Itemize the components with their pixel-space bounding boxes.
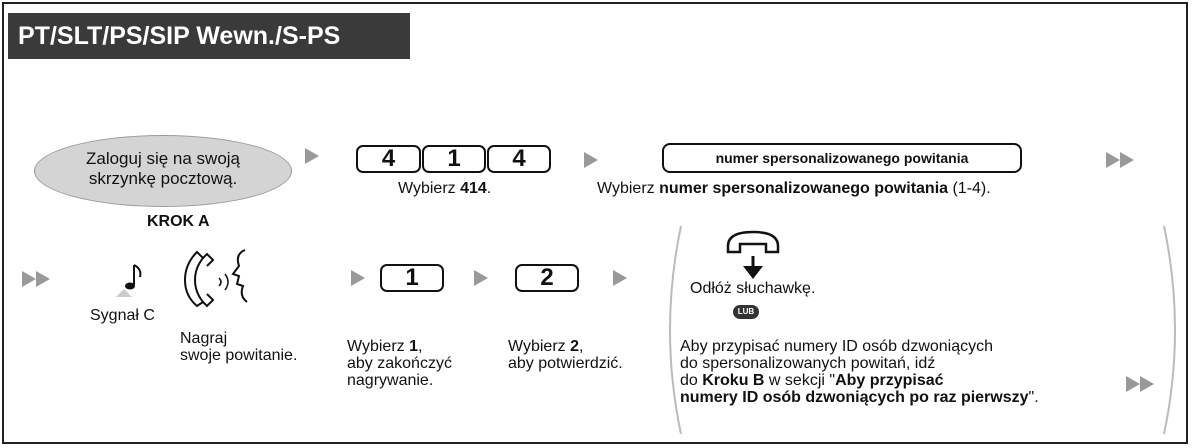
double-arrow-icon (1140, 376, 1154, 392)
dial-414-caption: Wybierz 414. (398, 180, 492, 197)
login-line-2: skrzynkę pocztową. (88, 169, 238, 188)
key-4b: 4 (487, 145, 551, 173)
right-paren-icon (1163, 225, 1176, 435)
confirm-line-2: aby potwierdzić. (508, 355, 623, 372)
callerid-line-3: do Kroku B w sekcji "Aby przypisać (680, 372, 944, 389)
double-arrow-icon (1106, 152, 1120, 168)
play-arrow-icon (351, 270, 365, 286)
key-1-finish: 1 (380, 264, 444, 292)
double-arrow-icon (1126, 376, 1140, 392)
finish-line-1: Wybierz 1, (347, 338, 423, 355)
login-line-1: Zaloguj się na swoją (85, 149, 241, 168)
page-title: PT/SLT/PS/SIP Wewn./S-PS (8, 13, 410, 59)
key-4a: 4 (356, 145, 421, 173)
record-line-2: swoje powitanie. (180, 347, 298, 364)
callerid-line-1: Aby przypisać numery ID osób dzwoniących (680, 338, 994, 355)
login-mailbox-oval: Zaloguj się na swoją skrzynkę pocztową. (34, 135, 292, 207)
play-arrow-icon (584, 152, 598, 168)
left-paren-icon (669, 225, 682, 435)
greeting-number-box: numer spersonalizowanego powitania (662, 143, 1022, 173)
tone-c-label: Sygnał C (90, 307, 155, 324)
record-line-1: Nagraj (180, 330, 228, 347)
callerid-line-4: numery ID osób dzwoniących po raz pierws… (680, 389, 1039, 406)
callerid-line-2: do spersonalizowanych powitań, idź (680, 355, 936, 372)
music-note-icon (116, 264, 142, 297)
hangup-label: Odłóż słuchawkę. (690, 280, 816, 297)
or-badge: LUB (733, 305, 759, 319)
speaking-person-icon (183, 249, 248, 308)
confirm-line-1: Wybierz 2, (508, 338, 584, 355)
play-arrow-icon (613, 270, 627, 286)
step-a-label: KROK A (147, 213, 210, 230)
double-arrow-icon (1120, 152, 1134, 168)
key-2-confirm: 2 (515, 264, 579, 292)
double-arrow-icon (36, 271, 50, 287)
handset-icon (726, 230, 780, 279)
double-arrow-icon (22, 271, 36, 287)
greeting-caption: Wybierz numer spersonalizowanego powitan… (597, 180, 991, 197)
play-arrow-icon (305, 148, 319, 164)
play-arrow-icon (474, 270, 488, 286)
finish-line-2: aby zakończyć (347, 355, 452, 372)
finish-line-3: nagrywanie. (347, 372, 434, 389)
key-1: 1 (422, 145, 486, 173)
